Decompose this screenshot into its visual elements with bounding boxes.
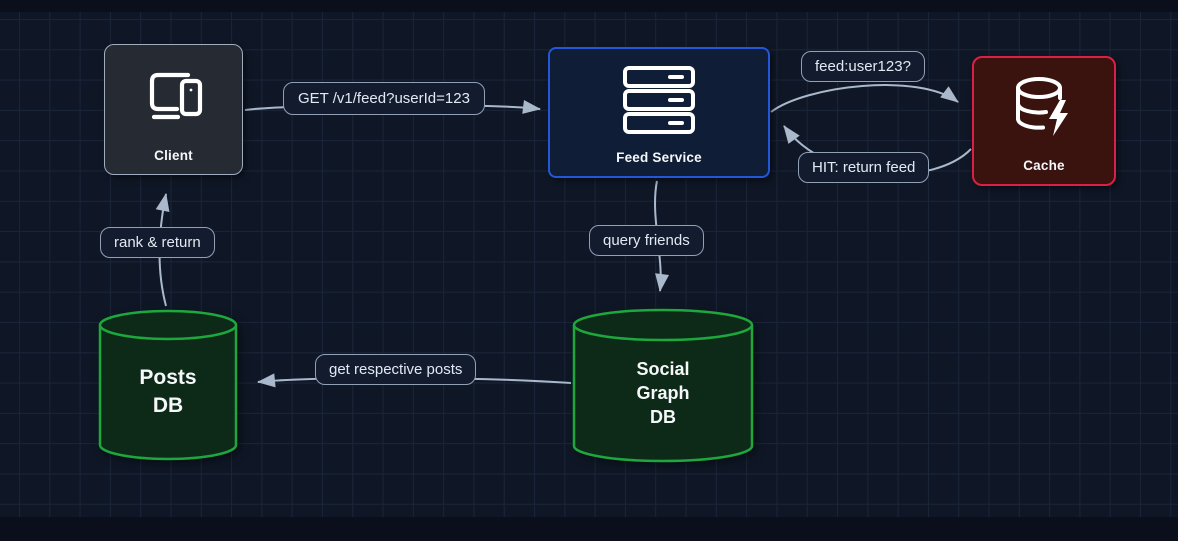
feed-service-label: Feed Service bbox=[616, 150, 702, 165]
database-flash-icon bbox=[974, 58, 1114, 158]
edge-label-query-friends[interactable]: query friends bbox=[589, 225, 704, 256]
client-label: Client bbox=[154, 148, 193, 163]
canvas-bottom-band bbox=[0, 517, 1178, 541]
node-social-graph-db[interactable]: Social Graph DB bbox=[572, 307, 754, 465]
cylinder-shape bbox=[572, 308, 754, 463]
edge-label-cache-hit[interactable]: HIT: return feed bbox=[798, 152, 930, 183]
edge-label-get-respective-posts[interactable]: get respective posts bbox=[315, 354, 477, 385]
posts-db-label: Posts DB bbox=[139, 365, 197, 417]
social-graph-db-label: Social Graph DB bbox=[636, 358, 690, 428]
node-feed-service[interactable]: Feed Service bbox=[548, 47, 770, 178]
edge-feed-to-cache bbox=[770, 84, 959, 113]
canvas-top-band bbox=[0, 0, 1178, 12]
cache-label: Cache bbox=[1023, 158, 1065, 173]
node-cache[interactable]: Cache bbox=[972, 56, 1116, 186]
edge-label-cache-check[interactable]: feed:user123? bbox=[801, 51, 925, 82]
node-client[interactable]: Client bbox=[104, 44, 243, 175]
server-stack-icon bbox=[550, 49, 768, 150]
cylinder-shape bbox=[98, 309, 238, 461]
devices-icon bbox=[105, 45, 242, 148]
edge-label-get-feed-request[interactable]: GET /v1/feed?userId=123 bbox=[283, 82, 485, 115]
node-posts-db[interactable]: Posts DB bbox=[98, 308, 238, 462]
edge-label-rank-and-return[interactable]: rank & return bbox=[100, 227, 215, 258]
